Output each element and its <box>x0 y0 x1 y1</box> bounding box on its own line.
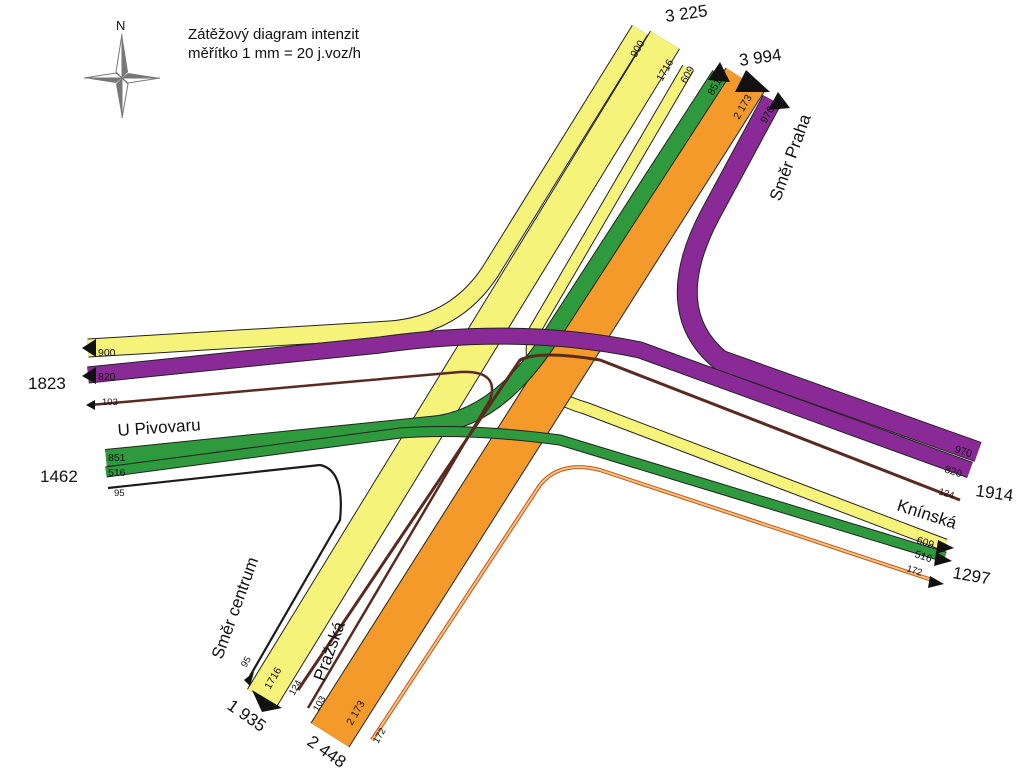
total-west: 1823 <box>28 374 66 393</box>
flow-label-95-south: 95 <box>239 655 254 670</box>
road-smer-centrum: Směr centrum <box>208 555 262 662</box>
diagram-scale: měřítko 1 mm = 20 j.voz/h <box>188 45 361 62</box>
arrow-ne-2173 <box>735 70 770 92</box>
arrow-west-820 <box>82 367 96 384</box>
flow-label-124-east: 124 <box>937 486 955 501</box>
total-north: 3 225 <box>664 1 709 26</box>
flow-label-516-east: 516 <box>913 548 934 565</box>
flow-label-851-west: 851 <box>108 452 126 464</box>
arrow-west-900 <box>82 339 96 357</box>
flow-label-820-west: 820 <box>98 371 116 383</box>
arrow-west-103 <box>86 400 95 410</box>
flow-label-820-east: 820 <box>943 463 964 480</box>
arrow-ne-851 <box>708 62 730 82</box>
arrow-south-95 <box>244 672 254 686</box>
arrow-east-172 <box>928 576 944 588</box>
arrow-south-1716 <box>252 690 282 712</box>
band-124 <box>296 353 961 691</box>
flow-label-900-west: 900 <box>98 347 116 359</box>
arrow-praha-970 <box>768 92 790 110</box>
band-95 <box>107 463 342 677</box>
band-orange-2173-fill <box>311 68 764 747</box>
band-172-inner <box>371 466 936 741</box>
compass-rose-icon <box>83 33 161 119</box>
band-purple-820-fill <box>87 328 973 478</box>
flow-label-609-east: 609 <box>915 534 936 551</box>
road-smer-praha: Směr Praha <box>766 111 815 203</box>
arrowheads <box>82 62 954 712</box>
total-northeast: 3 994 <box>738 45 783 70</box>
band-103 <box>89 370 494 709</box>
compass-north-label: N <box>116 18 125 33</box>
arrow-east-609 <box>936 540 954 554</box>
flow-label-103-west: 103 <box>102 397 118 408</box>
flow-label-172-east: 172 <box>905 563 923 578</box>
total-east-upper: 1914 <box>974 481 1014 505</box>
arrow-east-516 <box>934 552 952 566</box>
diagram-title: Zátěžový diagram intenzit <box>188 26 360 43</box>
flow-label-970-east: 970 <box>953 443 974 460</box>
flow-label-172-south: 172 <box>371 726 388 745</box>
band-yellow-1716-fill <box>247 31 680 707</box>
band-green-516-fill <box>105 427 947 562</box>
total-west-lower: 1462 <box>40 467 78 486</box>
total-east-lower: 1297 <box>951 563 992 588</box>
road-u-pivovaru: U Pivovaru <box>117 415 201 440</box>
band-yellow-900-fill <box>87 25 648 357</box>
flow-bands <box>87 24 982 748</box>
flow-label-516-west: 516 <box>108 467 126 479</box>
band-purple-970-fill <box>677 95 982 461</box>
flow-label-95-west: 95 <box>114 488 125 499</box>
